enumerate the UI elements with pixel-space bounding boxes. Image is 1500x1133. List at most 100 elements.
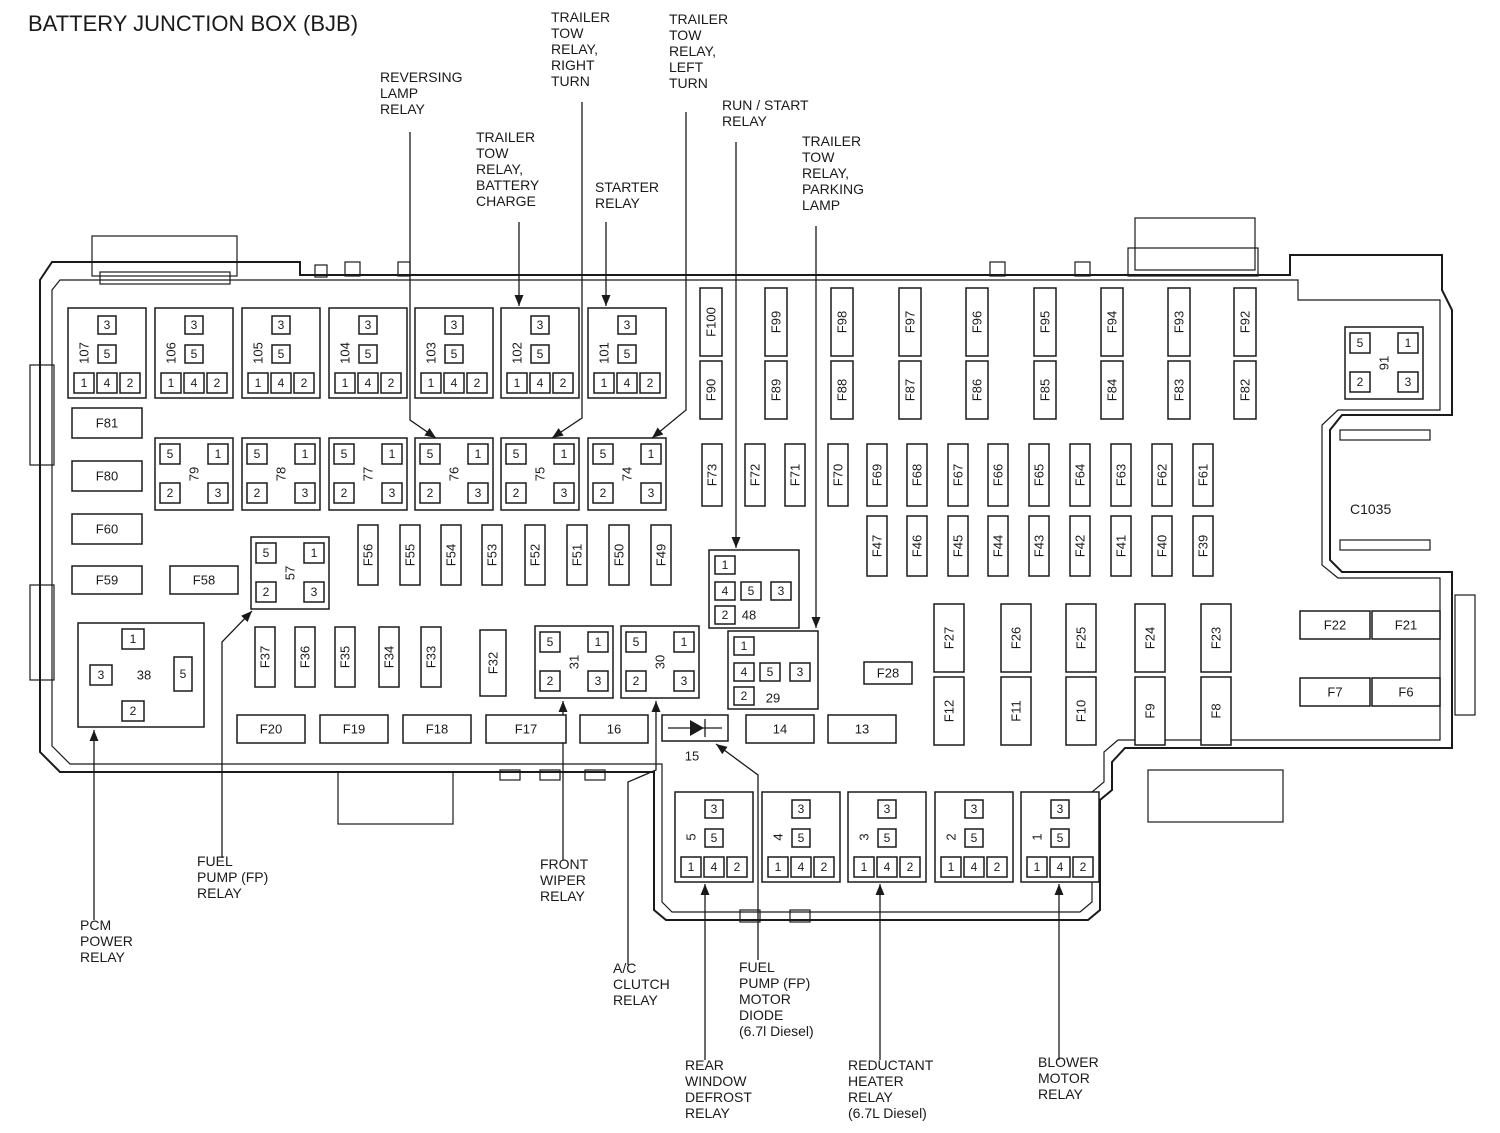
- callout-line: CHARGE: [476, 193, 536, 209]
- fuse-f69: F69: [866, 443, 888, 507]
- relay-105-pin: 4: [278, 376, 285, 390]
- fuse-label: F25: [1074, 627, 1089, 649]
- fuse-label: F98: [835, 311, 850, 333]
- relay-104-pin: 3: [365, 318, 372, 332]
- relay-4-pin: 3: [798, 802, 805, 816]
- callout-line: PUMP (FP): [197, 869, 268, 885]
- relay-76-pin: 3: [475, 486, 482, 500]
- fuse-label: F66: [991, 464, 1006, 486]
- fuse-f39: F39: [1192, 515, 1214, 577]
- fuse-body: [987, 443, 1009, 507]
- fuse-body: [71, 407, 143, 439]
- relay-4-pin-box: [791, 799, 811, 819]
- relay-2-pin-box: [963, 856, 985, 878]
- relay-38-pin: 2: [130, 704, 137, 718]
- fuse-label: F23: [1209, 627, 1224, 649]
- fuse-body: [566, 524, 588, 586]
- fuse-f95: F95: [1033, 287, 1057, 357]
- relay-number: 79: [187, 467, 202, 481]
- fuse-body: [764, 360, 788, 420]
- relay-102-pin-box: [530, 315, 550, 335]
- relay-48-pin: 4: [722, 584, 729, 598]
- leader-arrowhead: [514, 295, 524, 306]
- relay-57-pin-box: [255, 542, 277, 564]
- relay-91-pin: 2: [1357, 375, 1364, 389]
- relay-102-pin-box: [552, 372, 574, 394]
- fuse-f28: F28: [863, 661, 913, 685]
- fuse-f81: F81: [71, 407, 143, 439]
- relay-31-pin-box: [587, 631, 609, 653]
- fuse-f54: F54: [440, 524, 462, 586]
- fuse-label: F8: [1209, 703, 1224, 718]
- relay-57-pin-box: [303, 542, 325, 564]
- fuse-body: [1033, 360, 1057, 420]
- relay-1-pin: 4: [1057, 860, 1064, 874]
- callout-line: TOW: [476, 145, 509, 161]
- callout-line: LAMP: [802, 197, 840, 213]
- relay-5-pin: 5: [711, 831, 718, 845]
- fuse-body: [1134, 676, 1166, 746]
- fuse-body: [1065, 676, 1097, 746]
- relay-77-pin: 3: [389, 486, 396, 500]
- relay-29-pin-box: [789, 662, 811, 682]
- relay-91-pin: 1: [1405, 336, 1412, 350]
- relay-103-pin: 3: [451, 318, 458, 332]
- relay-105-pin-box: [293, 372, 315, 394]
- fuse-label: F42: [1073, 535, 1088, 557]
- fuse-f87: F87: [898, 360, 922, 420]
- relay-105-pin-box: [247, 372, 269, 394]
- relay-number: 105: [251, 342, 266, 364]
- fuse-f98: F98: [830, 287, 854, 357]
- callout-line: WIPER: [540, 872, 586, 888]
- leader-path: [551, 102, 583, 439]
- fuse-f25: F25: [1065, 603, 1097, 673]
- relay-74-pin: 2: [600, 486, 607, 500]
- callout-line: RELAY: [613, 992, 659, 1008]
- relay-107-pin: 4: [104, 376, 111, 390]
- fuse-label: F6: [1398, 685, 1413, 700]
- fuse-body: [1233, 287, 1257, 357]
- leader-arrowhead: [716, 744, 728, 755]
- leader-arrowhead: [811, 617, 821, 628]
- callout-line: RELAY: [540, 888, 586, 904]
- relay-38-pin: 1: [130, 632, 137, 646]
- relay-31-pin-box: [539, 631, 561, 653]
- leader-path: [627, 701, 657, 965]
- fuse-label: F21: [1395, 618, 1417, 633]
- fuse-f11: F11: [1000, 676, 1032, 746]
- fuse-body: [784, 443, 806, 507]
- relay-48-pin-box: [770, 581, 792, 601]
- relay-30-pin-box: [625, 631, 647, 653]
- relay-29-pin-box: [733, 636, 755, 656]
- relay-48-pin-box: [740, 581, 762, 601]
- fuse-label: F22: [1324, 618, 1346, 633]
- relay-4-pin: 2: [821, 860, 828, 874]
- fuse-body: [254, 626, 276, 688]
- fuse-body: [866, 515, 888, 577]
- fuse-f51: F51: [566, 524, 588, 586]
- fuse-body: [399, 524, 421, 586]
- fuse-body: [1371, 610, 1441, 640]
- fuse-f27: F27: [933, 603, 965, 673]
- relay-5-pin-box: [680, 856, 702, 878]
- relay-30-pin-box: [673, 670, 695, 692]
- relay-74-pin-box: [592, 443, 614, 465]
- fuse-body: [965, 360, 989, 420]
- fuse-f96: F96: [965, 287, 989, 357]
- fuse-14: 14: [745, 714, 815, 744]
- relay-103-pin-box: [443, 372, 465, 394]
- relay-1-pin-box: [1050, 828, 1070, 848]
- fuse-body: [169, 565, 239, 595]
- fuse-body: [744, 443, 766, 507]
- fuse-body: [236, 714, 306, 744]
- fuse-body: [906, 443, 928, 507]
- callout-line: RIGHT: [551, 57, 595, 73]
- fuse-f97: F97: [898, 287, 922, 357]
- relay-29-pin-box: [733, 662, 755, 682]
- relay-5-pin: 2: [734, 860, 741, 874]
